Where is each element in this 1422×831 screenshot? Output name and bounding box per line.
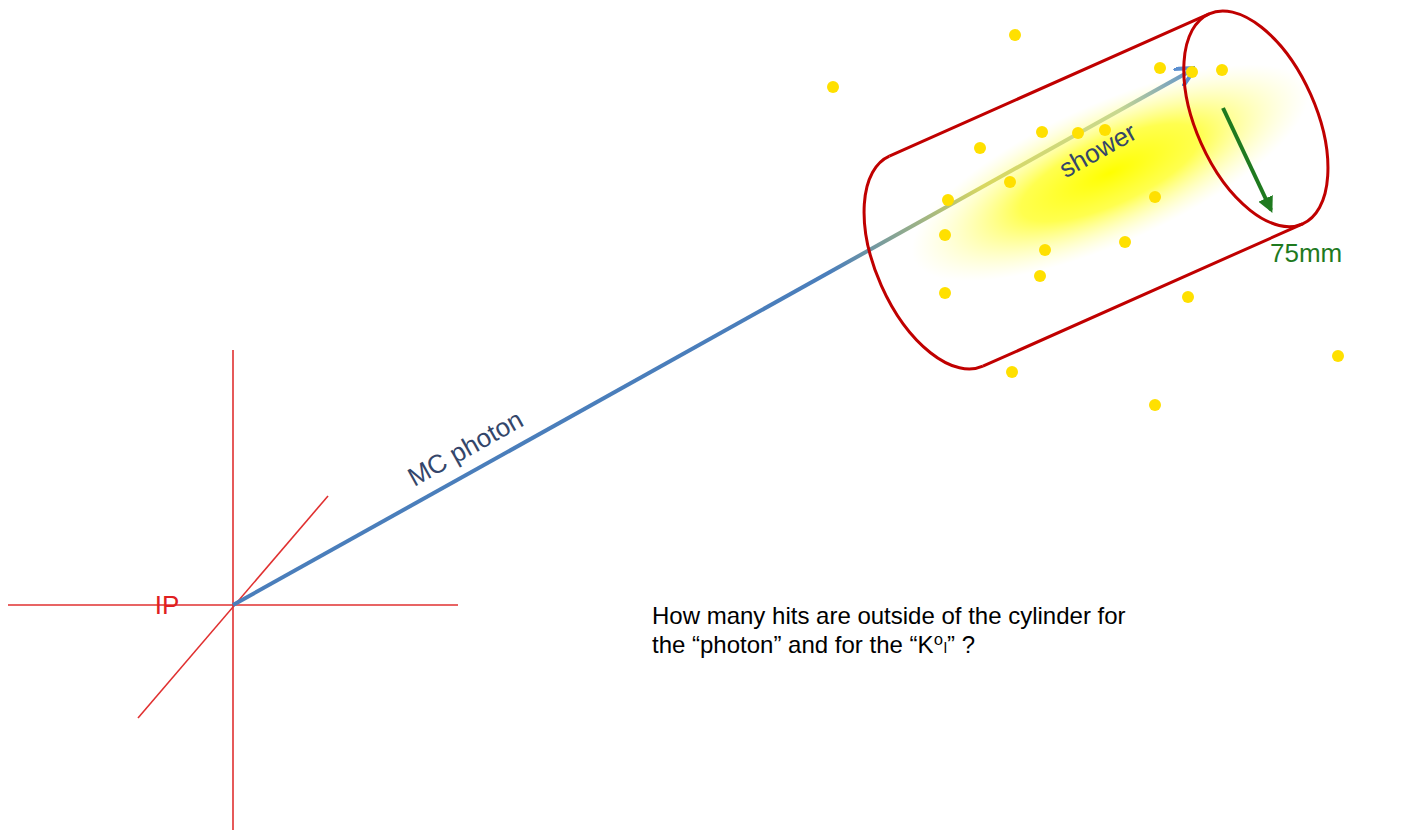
origin-label: IP bbox=[155, 590, 180, 621]
radius-arrow bbox=[1223, 108, 1271, 210]
hit-dots bbox=[827, 29, 1344, 411]
dimension-label: 75mm bbox=[1270, 238, 1342, 269]
cylinder bbox=[835, 0, 1358, 391]
question-note: How many hits are outside of the cylinde… bbox=[652, 602, 1162, 660]
shower-glow bbox=[885, 21, 1335, 324]
ip-axes bbox=[8, 350, 458, 830]
